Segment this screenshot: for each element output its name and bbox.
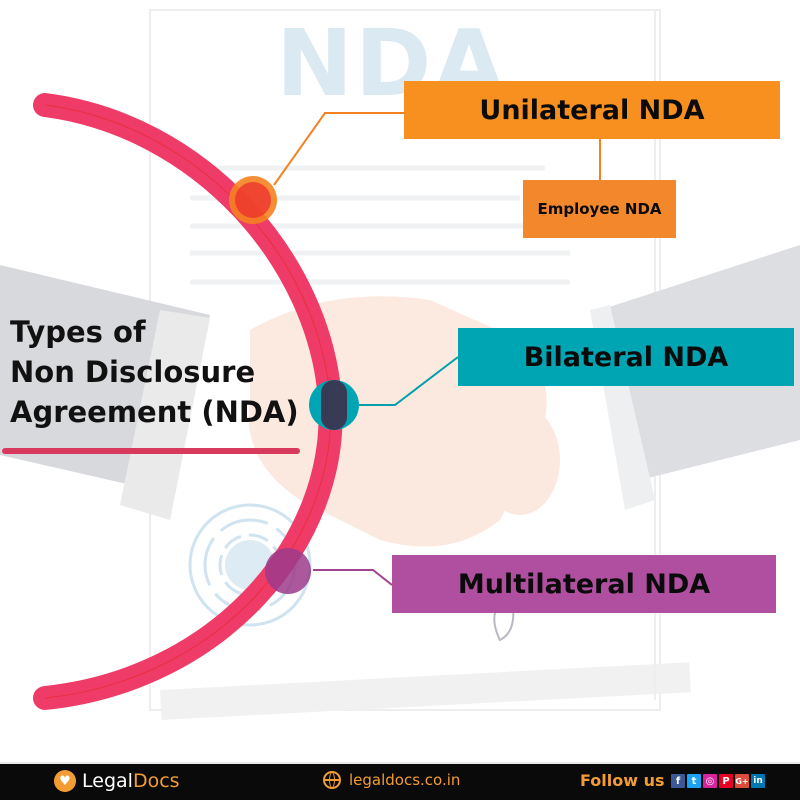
brand-docs: Docs [132, 770, 180, 792]
multilateral-nda-box: Multilateral NDA [392, 555, 776, 613]
instagram-icon[interactable]: ◎ [703, 774, 717, 788]
unilateral-nda-box: Unilateral NDA [404, 81, 780, 139]
bilateral-nda-box: Bilateral NDA [458, 328, 794, 386]
facebook-icon[interactable]: f [671, 774, 685, 788]
brand-legal: Legal [82, 770, 133, 792]
unilateral-connector [273, 112, 404, 186]
multilateral-connector [313, 569, 393, 586]
twitter-icon[interactable]: t [687, 774, 701, 788]
pinterest-icon[interactable]: P [719, 774, 733, 788]
brand-logo[interactable]: ♥ LegalDocs [54, 770, 180, 792]
globe-icon [323, 771, 341, 789]
employee-nda-box: Employee NDA [523, 180, 676, 238]
multilateral-nda-label: Multilateral NDA [457, 568, 711, 600]
multilateral-node [265, 548, 311, 594]
bilateral-connector [357, 356, 459, 406]
infographic-canvas: NDA Types of Non Disclosure Agreement (N… [0, 9, 800, 720]
diagram-arc [33, 93, 601, 710]
footer-bar: ♥ LegalDocs legaldocs.co.in Follow us f … [0, 762, 800, 800]
title-underline [2, 448, 300, 454]
bilateral-nda-label: Bilateral NDA [523, 341, 729, 373]
website-link[interactable]: legaldocs.co.in [323, 771, 460, 789]
linkedin-icon[interactable]: in [751, 774, 765, 788]
follow-us-label: Follow us [580, 771, 665, 790]
google-plus-icon[interactable]: G+ [735, 774, 749, 788]
employee-nda-label: Employee NDA [537, 200, 662, 218]
page-title: Types of Non Disclosure Agreement (NDA) [10, 315, 299, 429]
social-icons: f t ◎ P G+ in [671, 774, 765, 788]
heart-handshake-icon: ♥ [54, 770, 76, 792]
unilateral-nda-label: Unilateral NDA [479, 94, 705, 126]
website-url: legaldocs.co.in [349, 771, 461, 789]
